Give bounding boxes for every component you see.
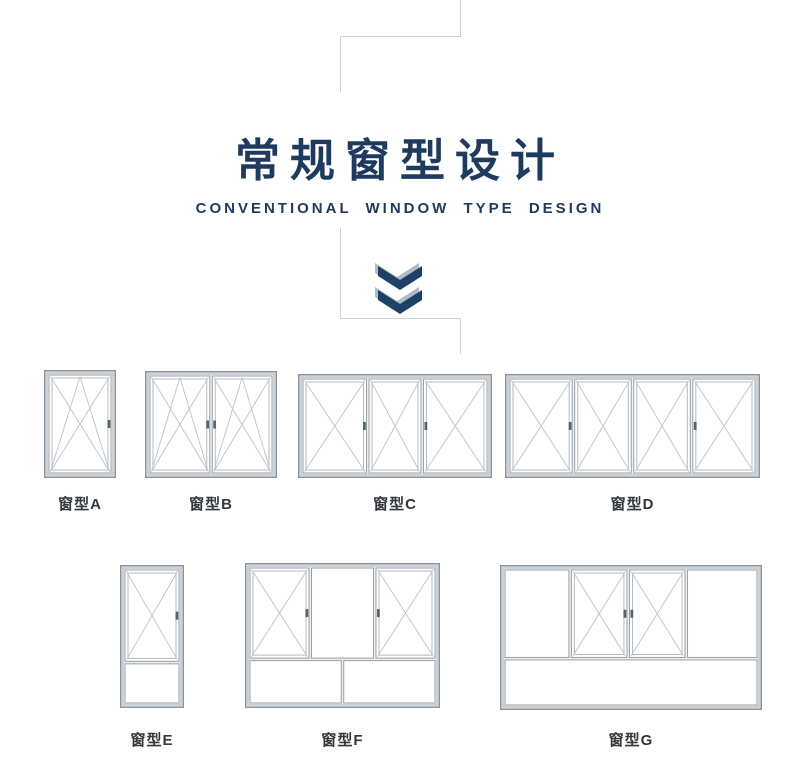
window-diagram-B xyxy=(145,371,277,478)
window-diagram-D xyxy=(505,374,760,478)
window-label-C: 窗型C xyxy=(373,496,417,513)
window-label-B: 窗型B xyxy=(189,496,233,513)
window-diagram-G xyxy=(500,565,762,710)
decor-line-bottom-left xyxy=(340,228,341,318)
page-title: 常规窗型设计 xyxy=(234,135,565,186)
down-chevrons-icon xyxy=(375,263,422,314)
window-label-E: 窗型E xyxy=(130,732,174,749)
window-label-D: 窗型D xyxy=(610,496,655,513)
window-label-G: 窗型G xyxy=(608,732,654,749)
window-diagram-C xyxy=(298,374,492,478)
decor-line-top-right xyxy=(460,0,461,36)
page-subtitle: CONVENTIONAL WINDOW TYPE DESIGN xyxy=(195,200,605,217)
window-label-A: 窗型A xyxy=(58,496,102,513)
decor-line-top-horizontal xyxy=(340,36,461,37)
window-label-F: 窗型F xyxy=(321,732,364,749)
decor-line-top-left xyxy=(340,36,341,92)
window-diagram-A xyxy=(44,370,116,478)
decor-line-bottom-right xyxy=(460,318,461,354)
window-diagram-E xyxy=(120,565,184,708)
decor-line-bottom-horizontal xyxy=(340,318,461,319)
window-diagram-F xyxy=(245,563,440,708)
